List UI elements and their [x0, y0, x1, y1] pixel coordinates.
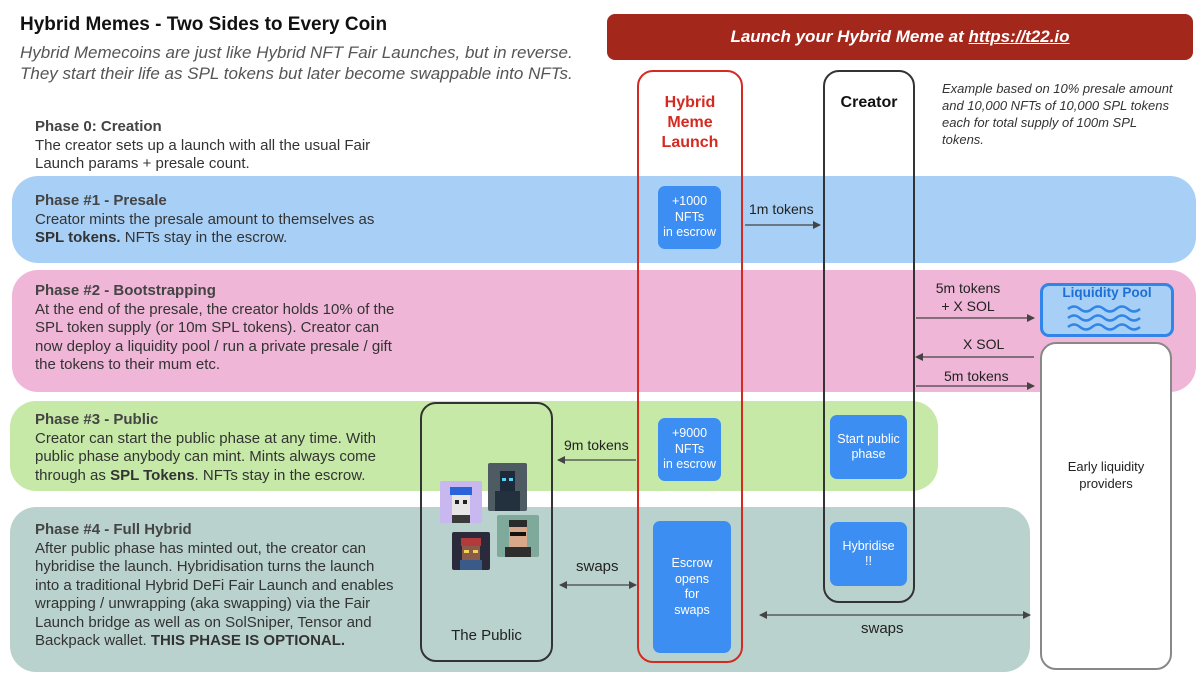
- liquidity-providers-column: [1040, 342, 1172, 670]
- phase-1-bold: SPL tokens.: [35, 229, 121, 246]
- box-line: swaps: [674, 602, 710, 617]
- box-line: in escrow: [663, 225, 716, 240]
- phase-1-text: Phase #1 - Presale Creator mints the pre…: [35, 192, 374, 248]
- phase-1-title: Phase #1 - Presale: [35, 192, 167, 209]
- launch-banner-text: Launch your Hybrid Meme at: [730, 27, 969, 46]
- nft-avatar-icon: [497, 515, 539, 557]
- phase-0-title: Phase 0: Creation: [35, 118, 162, 135]
- phase-4-line: Backpack wallet. THIS PHASE IS OPTIONAL.: [35, 632, 394, 651]
- public-nfts-box: +9000 NFTs in escrow: [658, 418, 721, 481]
- phase-4-line: wrapping / unwrapping (aka swapping) via…: [35, 595, 371, 612]
- nft-avatar-icon: [440, 481, 482, 523]
- phase-0-text: Phase 0: Creation The creator sets up a …: [35, 118, 370, 174]
- phase-4-line: into a traditional Hybrid DeFi Fair Laun…: [35, 576, 394, 594]
- phase-3-pre: through as: [35, 466, 111, 484]
- creator-label: Creator: [840, 94, 898, 111]
- start-public-phase-box[interactable]: Start public phase: [830, 415, 907, 479]
- box-line: +1000: [671, 194, 708, 209]
- subtitle-line: Hybrid Memecoins are just like Hybrid NF…: [20, 43, 573, 62]
- box-line: Start public: [837, 431, 900, 446]
- diagram-title: Hybrid Memes - Two Sides to Every Coin: [20, 14, 388, 35]
- box-line: for: [684, 587, 700, 601]
- lp-deposit-line: + X SOL: [941, 298, 995, 314]
- box-line: opens: [674, 571, 710, 586]
- x-sol-label: X SOL: [963, 336, 1005, 352]
- hybrid-label-line: Meme: [667, 114, 713, 131]
- hybrid-label-line: Launch: [661, 134, 719, 151]
- phase-1-rest: NFTs stay in the escrow.: [120, 229, 288, 246]
- public-swaps-label: swaps: [576, 558, 619, 575]
- phase-3-line: through as SPL Tokens. NFTs stay in the …: [35, 467, 376, 486]
- phase-3-bold: SPL Tokens: [110, 466, 195, 484]
- phase-0-line: Launch params + presale count.: [35, 155, 250, 172]
- phase-2-line: SPL token supply (or 10m SPL tokens). Cr…: [35, 319, 380, 336]
- creator-column: [823, 70, 915, 603]
- box-line: phase: [851, 447, 886, 461]
- hybrid-label-line: Hybrid: [664, 94, 716, 111]
- hybridise-box[interactable]: Hybridise !!: [830, 522, 907, 586]
- box-line: +9000: [671, 426, 708, 441]
- phase-4-line: hybridise the launch. Hybridisation turn…: [35, 558, 375, 575]
- phase-3-post: . NFTs stay in the escrow.: [194, 466, 366, 484]
- providers-swaps-label: swaps: [861, 620, 904, 637]
- phase-4-bold: THIS PHASE IS OPTIONAL.: [150, 632, 346, 649]
- phase-4-line: After public phase has minted out, the c…: [35, 539, 367, 557]
- presale-tokens-label: 1m tokens: [749, 201, 814, 217]
- example-note: Example based on 10% presale amount and …: [942, 81, 1173, 147]
- phase-4-text: Phase #4 - Full Hybrid After public phas…: [35, 521, 394, 651]
- box-line: in escrow: [663, 457, 716, 472]
- diagram-subtitle: Hybrid Memecoins are just like Hybrid NF…: [20, 42, 610, 84]
- lp-label-line: providers: [1079, 476, 1133, 491]
- phase-4-title: Phase #4 - Full Hybrid: [35, 521, 192, 538]
- public-label: The Public: [451, 627, 522, 644]
- phase-2-text: Phase #2 - Bootstrapping At the end of t…: [35, 282, 394, 375]
- phase-1-line: SPL tokens. NFTs stay in the escrow.: [35, 229, 374, 248]
- box-line: NFTs: [674, 441, 705, 456]
- launch-link[interactable]: https://t22.io: [968, 27, 1070, 46]
- liquidity-waves-icon: [1067, 305, 1141, 331]
- phase-1-band: [12, 176, 1196, 263]
- providers-tokens-label: 5m tokens: [944, 368, 1009, 384]
- lp-deposit-label: 5m tokens + X SOL: [928, 279, 1008, 315]
- phase-0-line: The creator sets up a launch with all th…: [35, 136, 371, 154]
- liquidity-pool-title: Liquidity Pool: [1062, 285, 1152, 300]
- phase-3-band: [10, 401, 938, 491]
- phase-1-line: Creator mints the presale amount to them…: [35, 210, 375, 228]
- subtitle-line: They start their life as SPL tokens but …: [20, 64, 573, 83]
- phase-2-band: [12, 270, 1196, 392]
- phase-3-text: Phase #3 - Public Creator can start the …: [35, 411, 376, 485]
- lp-label-line: Early liquidity: [1067, 459, 1145, 474]
- hybrid-meme-launch-column: [637, 70, 743, 663]
- box-line: Hybridise: [842, 538, 895, 553]
- hybrid-meme-launch-label: Hybrid Meme Launch: [637, 93, 743, 153]
- phase-4-pre: Backpack wallet.: [35, 632, 151, 649]
- launch-banner[interactable]: Launch your Hybrid Meme at https://t22.i…: [607, 14, 1193, 60]
- escrow-opens-box: Escrow opens for swaps: [653, 521, 731, 653]
- phase-4-line: Launch bridge as well as on SolSniper, T…: [35, 613, 372, 631]
- box-line: NFTs: [674, 209, 705, 224]
- phase-3-line: Creator can start the public phase at an…: [35, 429, 376, 447]
- nft-avatar-icon: [452, 532, 490, 570]
- lp-deposit-line: 5m tokens: [935, 280, 1001, 296]
- nft-avatar-icon: [488, 463, 527, 511]
- liquidity-providers-label: Early liquidity providers: [1040, 458, 1172, 492]
- presale-nfts-box: +1000 NFTs in escrow: [658, 186, 721, 249]
- phase-2-line: At the end of the presale, the creator h…: [35, 300, 395, 318]
- phase-2-line: the tokens to their mum etc.: [35, 356, 221, 373]
- phase-2-line: now deploy a liquidity pool / run a priv…: [35, 337, 392, 355]
- public-column: [420, 402, 553, 662]
- box-line: Escrow: [671, 556, 713, 570]
- box-line: !!: [865, 554, 872, 568]
- phase-2-title: Phase #2 - Bootstrapping: [35, 282, 216, 299]
- phase-3-line: public phase anybody can mint. Mints alw…: [35, 448, 377, 465]
- phase-3-title: Phase #3 - Public: [35, 411, 159, 428]
- public-tokens-label: 9m tokens: [564, 437, 629, 453]
